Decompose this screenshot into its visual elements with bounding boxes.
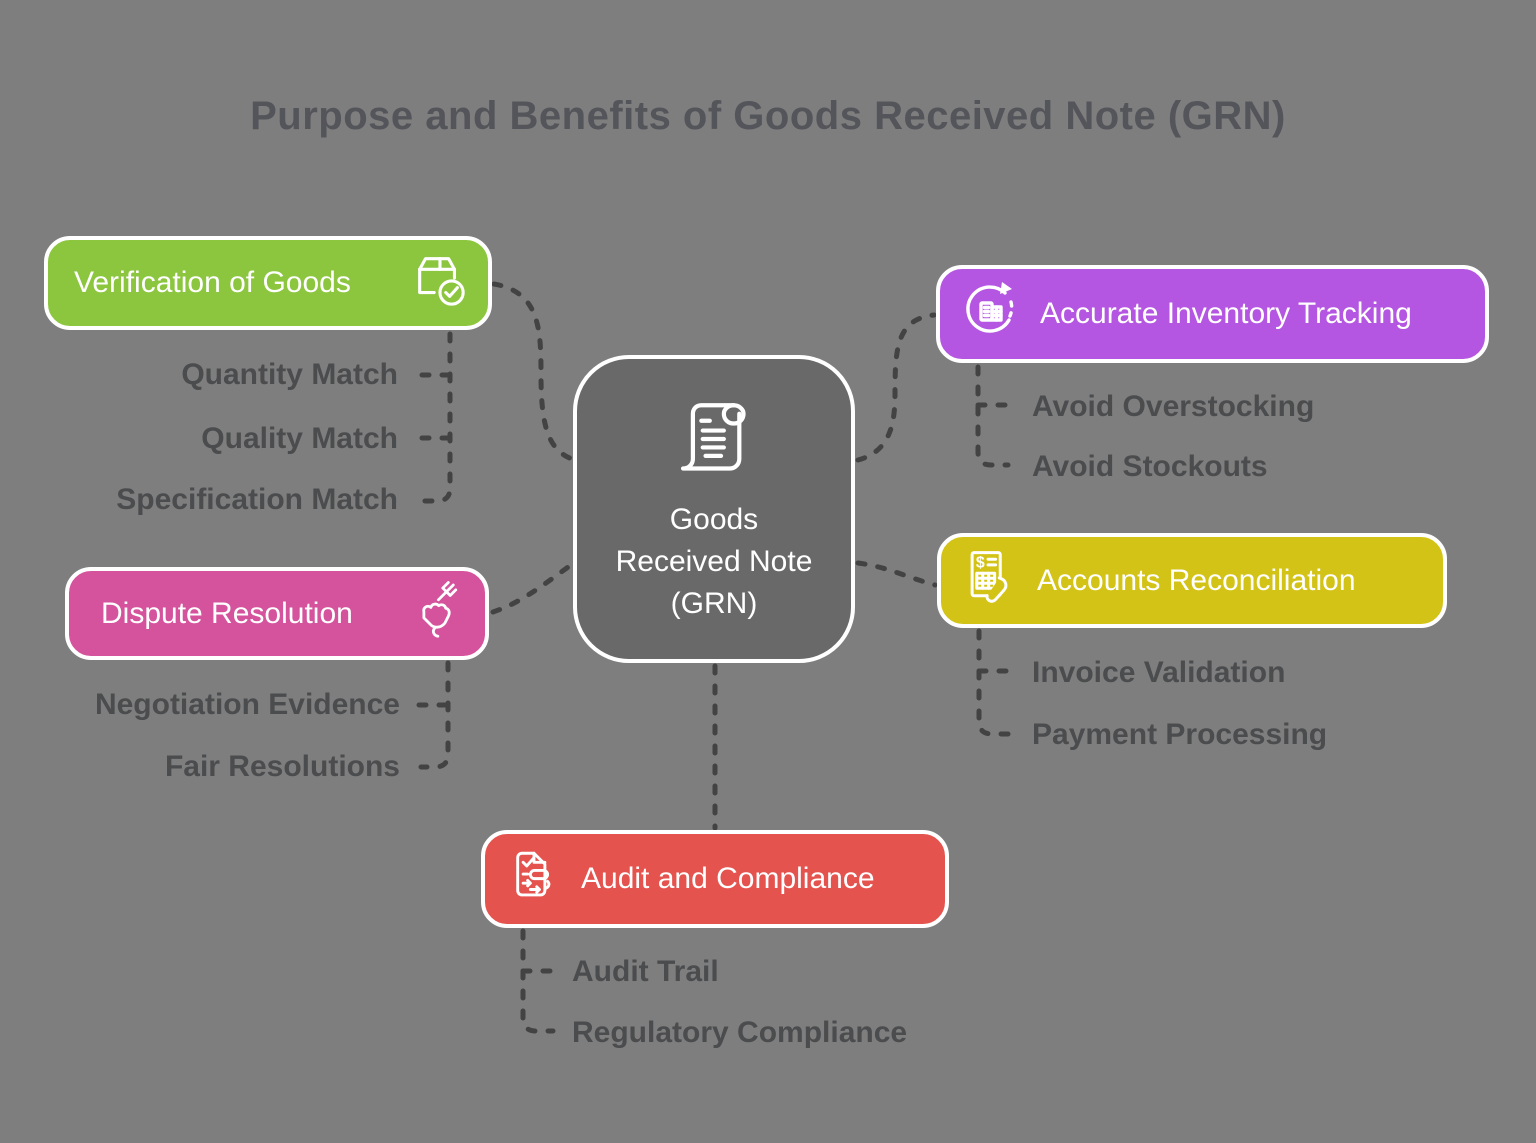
- link-center-accounts: [855, 560, 938, 588]
- svg-text:$: $: [976, 554, 985, 571]
- child-negotiation-evidence: Negotiation Evidence: [94, 688, 400, 721]
- link-dispute-center: [490, 562, 574, 615]
- child-avoid-stockouts: Avoid Stockouts: [1032, 450, 1268, 483]
- child-regulatory-compliance: Regulatory Compliance: [572, 1016, 908, 1049]
- link-audit-children: [520, 928, 556, 1034]
- branch-accounts-label: Accounts Reconciliation: [1037, 563, 1356, 597]
- center-node-grn: Goods Received Note (GRN): [573, 355, 855, 663]
- child-quality-match: Quality Match: [201, 422, 398, 455]
- branch-verification-of-goods: Verification of Goods: [44, 236, 492, 330]
- child-fair-resolutions: Fair Resolutions: [164, 750, 400, 783]
- branch-accurate-inventory-tracking: Accurate Inventory Tracking: [936, 265, 1489, 363]
- fist-holding-fork-icon: [409, 580, 465, 647]
- branch-dispute-resolution: Dispute Resolution: [65, 567, 489, 660]
- branch-inventory-label: Accurate Inventory Tracking: [1040, 297, 1412, 330]
- branch-dispute-label: Dispute Resolution: [101, 596, 353, 630]
- child-specification-match: Specification Match: [116, 483, 398, 516]
- child-invoice-validation: Invoice Validation: [1032, 656, 1286, 689]
- child-quantity-match: Quantity Match: [181, 358, 398, 391]
- link-verification-center: [491, 281, 575, 462]
- branch-audit-and-compliance: Audit and Compliance: [481, 830, 949, 928]
- link-dispute-children: [418, 660, 451, 770]
- child-avoid-overstocking: Avoid Overstocking: [1032, 390, 1315, 423]
- invoice-hand-icon: $: [959, 547, 1019, 615]
- branch-audit-label: Audit and Compliance: [581, 862, 875, 895]
- checklist-arrows-icon: [505, 846, 563, 912]
- package-check-icon: [408, 250, 470, 316]
- link-inventory-children: [975, 364, 1011, 468]
- link-verification-children: [420, 331, 453, 504]
- branch-accounts-reconciliation: $ Accounts Reconciliation: [937, 533, 1447, 628]
- child-audit-trail: Audit Trail: [572, 955, 719, 988]
- link-center-inventory: [855, 312, 937, 463]
- center-node-label: Goods Received Note (GRN): [615, 502, 813, 620]
- scroll-document-icon: [669, 394, 759, 489]
- page-title: Purpose and Benefits of Goods Received N…: [250, 94, 1286, 138]
- branch-verification-label: Verification of Goods: [74, 266, 351, 299]
- inventory-cycle-icon: [958, 278, 1022, 350]
- child-payment-processing: Payment Processing: [1032, 718, 1328, 751]
- link-accounts-children: [976, 628, 1013, 737]
